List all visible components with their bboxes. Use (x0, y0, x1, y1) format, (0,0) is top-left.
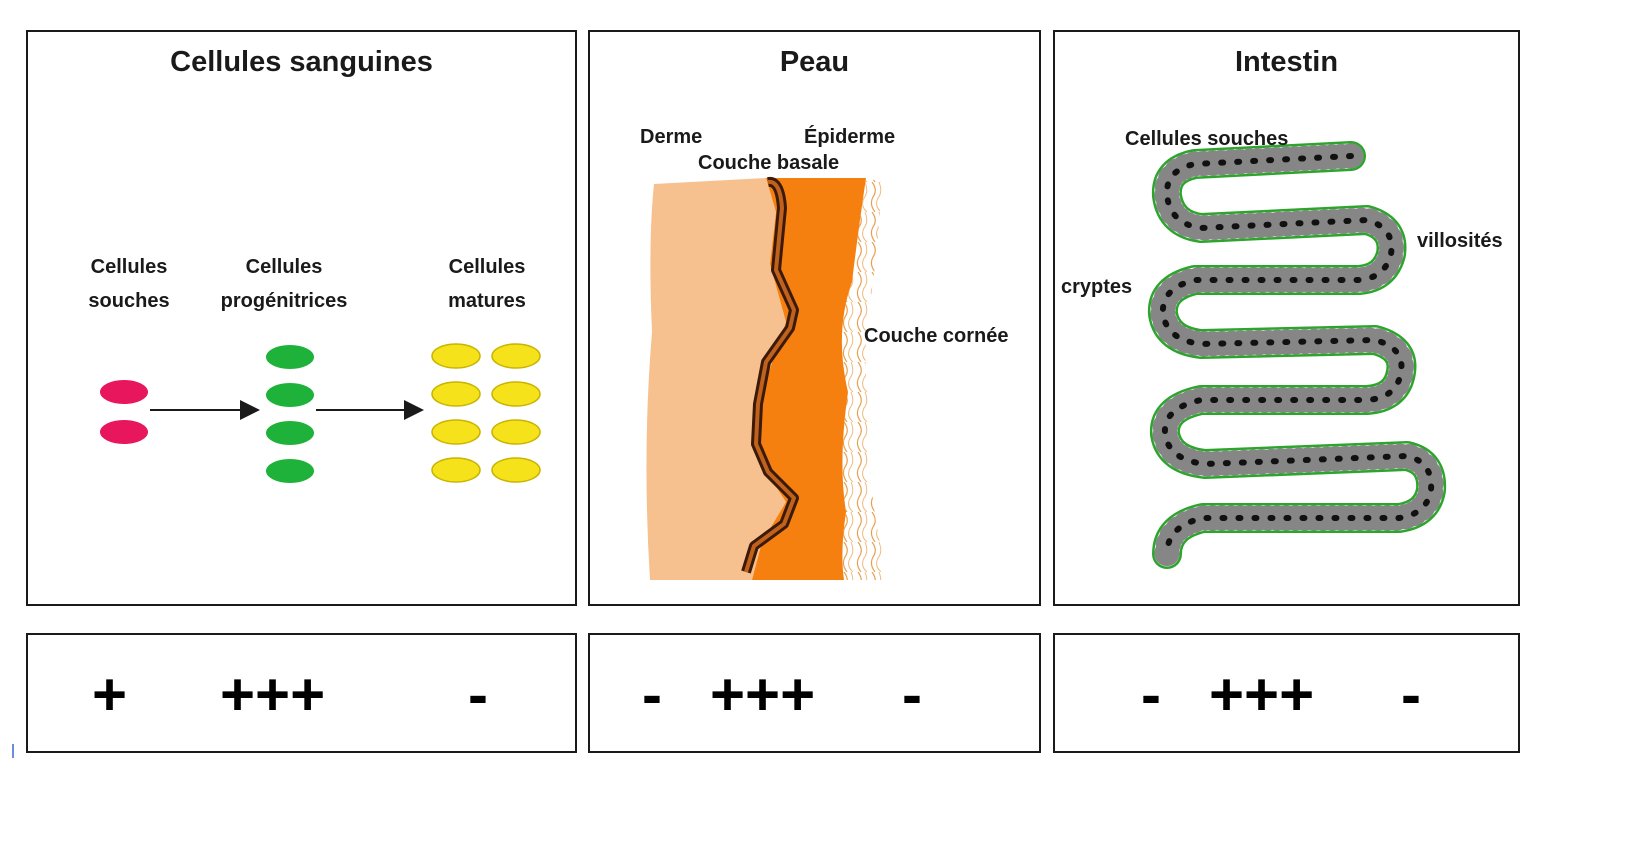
score-skin-progenitor: +++ (710, 661, 816, 728)
mature-cell (491, 381, 541, 407)
mature-cell (491, 343, 541, 369)
score-skin-mature: - (902, 661, 922, 728)
score-intestine-stem: - (1141, 661, 1161, 728)
score-box-intestine: - +++ - (1053, 633, 1520, 753)
mature-cell (431, 381, 481, 407)
stem-cell (100, 420, 148, 444)
progenitor-cell (266, 459, 314, 483)
couche-cornee-layer (841, 178, 886, 580)
panel-skin: Peau Derme Épiderme Couche basale Couche… (588, 30, 1041, 606)
label-epiderme: Épiderme (804, 126, 896, 148)
label-cellules-souches: Cellules souches (1125, 128, 1289, 150)
label-couche-basale: Couche basale (698, 152, 840, 174)
label-stem-cells: Cellules souches (88, 256, 170, 312)
mature-cell (491, 419, 541, 445)
progenitor-cell (266, 383, 314, 407)
score-blood-progenitor: +++ (220, 661, 326, 728)
progenitor-cell (266, 421, 314, 445)
intestine-diagram (1147, 141, 1447, 569)
stem-cell (100, 380, 148, 404)
score-intestine-progenitor: +++ (1209, 661, 1315, 728)
stray-mark (12, 744, 14, 758)
score-skin-stem: - (642, 661, 662, 728)
progenitor-cell (266, 345, 314, 369)
mature-cell (431, 419, 481, 445)
panel-blood-cells: Cellules sanguines Cellules souches Cell… (26, 30, 577, 606)
mature-cell (431, 343, 481, 369)
mature-cell (431, 457, 481, 483)
panel-title-skin: Peau (779, 46, 850, 78)
score-box-skin: - +++ - (588, 633, 1041, 753)
mature-cell (491, 457, 541, 483)
blood-cell-diagram (100, 343, 541, 483)
cell-nuclei (1159, 153, 1435, 557)
score-blood-stem: + (92, 661, 128, 728)
panel-title-intestine: Intestin (1234, 46, 1339, 78)
score-blood-mature: - (468, 661, 488, 728)
label-cryptes: cryptes (1061, 276, 1133, 298)
derme-layer (646, 178, 786, 580)
score-box-blood: + +++ - (26, 633, 577, 753)
label-villosites: villosités (1417, 230, 1503, 252)
panel-title-blood: Cellules sanguines (170, 46, 433, 78)
label-progenitor-cells: Cellules progénitrices (220, 256, 348, 312)
label-mature-cells: Cellules matures (448, 256, 526, 312)
label-derme: Derme (640, 126, 703, 148)
panel-intestine: Intestin Cellules souches villosités cry… (1053, 30, 1520, 606)
skin-diagram (646, 176, 886, 580)
score-intestine-mature: - (1401, 661, 1421, 728)
label-couche-cornee: Couche cornée (864, 325, 1009, 347)
